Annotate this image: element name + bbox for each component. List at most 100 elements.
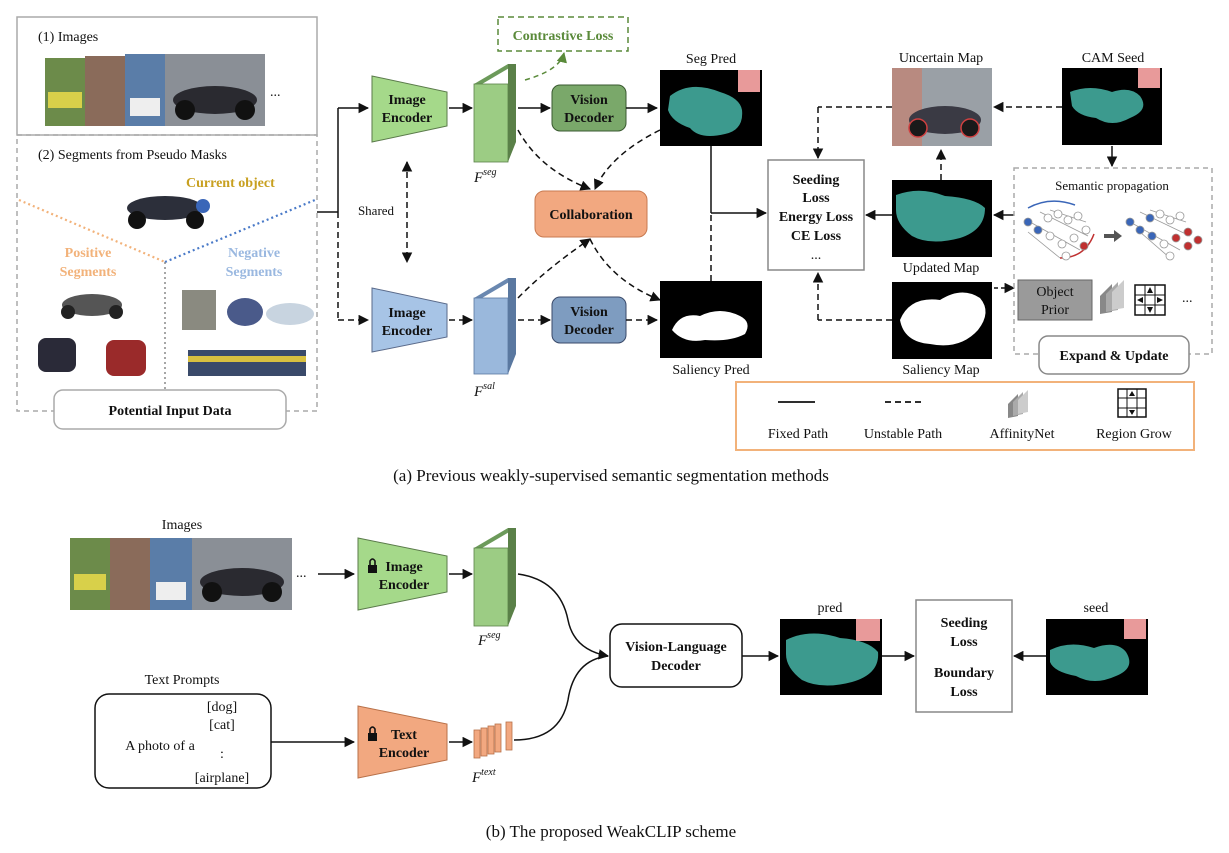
f-seg-label-b: Fseg [477,630,501,649]
input-branch-arrows [317,102,370,326]
vl-decoder-box [609,623,743,688]
text-prompts-box [94,693,272,789]
loss-box-b [915,599,1013,713]
loss-seeding-2: Loss [802,191,830,206]
input-data-panel: (1) Images ... (2) Segments from Pseudo … [16,16,318,430]
vl-decoder-line1: Vision-Language [625,640,726,655]
prompt-airplane: [airplane] [195,771,249,786]
current-object-label: Current object [186,176,275,191]
propagation-ellipsis: ... [1182,291,1193,306]
semantic-propagation-label: Semantic propagation [1055,178,1169,193]
text-encoder-b-line1: Text [391,728,417,743]
positive-separator [18,198,166,264]
negative-segments-line1: Negative [228,246,280,261]
legend-box [735,381,1195,451]
seg-pred-label: Seg Pred [686,52,736,67]
legend-region-grow: Region Grow [1096,427,1173,442]
text-encoder-b: Text Encoder [357,705,448,779]
vision-decoder-sal-line2: Decoder [564,323,614,338]
segments-label: (2) Segments from Pseudo Masks [38,148,227,163]
propagation-arrow-icon [1104,230,1122,242]
semantic-propagation-panel [1013,167,1213,355]
images-ellipsis: ... [270,85,281,100]
images-label: (1) Images [38,30,98,45]
affinitynet-icon [1100,280,1124,314]
images-ellipsis-b: ... [296,566,307,581]
loss-ellipsis: ... [811,248,822,263]
loss-b-boundary: Boundary [934,666,994,681]
caption-b: (b) The proposed WeakCLIP scheme [486,822,736,841]
seg-pred-image [660,70,762,146]
legend-affinitynet-icon [1008,390,1028,418]
updated-map-label: Updated Map [903,261,980,276]
image-encoder-sal-line1: Image [388,306,425,321]
text-encoder-b-line2: Encoder [379,746,430,761]
image-encoder-b-line1: Image [385,560,422,575]
collaboration-arrows [517,129,661,302]
collaboration-label: Collaboration [549,208,632,223]
saliency-pred-label: Saliency Pred [672,363,749,378]
images-label-b: Images [162,518,202,533]
image-encoder-sal-line2: Encoder [382,324,433,339]
positive-segments-line1: Positive [65,246,112,261]
caption-a: (a) Previous weakly-supervised semantic … [393,466,829,485]
seg-to-decoder-arrow [517,573,610,660]
graph-right [1125,209,1203,261]
prompt-template: A photo of a [125,739,195,754]
positive-segments-line2: Segments [60,265,117,280]
loss-b-boundary-2: Loss [950,685,978,700]
f-text-feature [473,721,513,759]
image-encoder-seg: Image Encoder [371,75,448,143]
pred-label: pred [818,601,843,616]
legend-fixed-path: Fixed Path [768,427,828,442]
f-sal-feature [473,278,516,375]
uncertain-map-image [892,68,992,146]
image-encoder-sal: Image Encoder [371,287,448,353]
graph-left [1023,200,1095,261]
loss-energy: Energy Loss [779,210,854,225]
seed-label: seed [1084,601,1109,616]
positive-segment-images [38,294,146,376]
loss-ce: CE Loss [791,229,842,244]
expand-update-box [1038,335,1190,375]
legend-unstable-path: Unstable Path [864,427,942,442]
image-encoder-b: Image Encoder [357,537,448,611]
object-prior-line2: Prior [1041,303,1069,318]
seed-image [1046,619,1148,695]
vision-decoder-seg-line2: Decoder [564,111,614,126]
image-encoder-seg-line1: Image [388,93,425,108]
images-strip-b [70,538,292,610]
cam-seed-image [1062,68,1162,145]
image-encoder-seg-line2: Encoder [382,111,433,126]
text-to-decoder-arrow [513,655,609,741]
lock-icon [368,558,377,573]
region-grow-icon [1134,284,1166,316]
legend-region-grow-icon [1117,388,1147,418]
loss-b-seeding-2: Loss [950,635,978,650]
pred-image [780,619,882,695]
f-seg-label: Fseg [473,167,497,186]
updated-map-image [892,180,992,257]
contrastive-loss-box [497,16,629,52]
image-encoder-b-line2: Encoder [379,578,430,593]
f-sal-label: Fsal [473,381,495,400]
current-object-image [127,196,210,229]
f-seg-feature-b [473,528,516,627]
loss-seeding: Seeding [793,173,840,188]
prompt-cat: [cat] [209,718,235,733]
potential-input-label: Potential Input Data [109,404,232,419]
contrastive-loss-label: Contrastive Loss [513,29,614,44]
object-prior-line1: Object [1036,285,1073,300]
images-strip [45,54,265,126]
shared-label: Shared [358,203,395,218]
saliency-map-label: Saliency Map [902,363,979,378]
saliency-pred-image [660,281,762,358]
saliency-map-image [892,282,992,359]
expand-update-label: Expand & Update [1060,349,1169,364]
lock-icon-text [368,726,377,741]
uncertain-map-label: Uncertain Map [899,51,983,66]
potential-input-box [53,389,287,430]
prompt-dog: [dog] [207,700,237,715]
contrastive-arrow [524,51,567,81]
loss-b-seeding: Seeding [941,616,988,631]
